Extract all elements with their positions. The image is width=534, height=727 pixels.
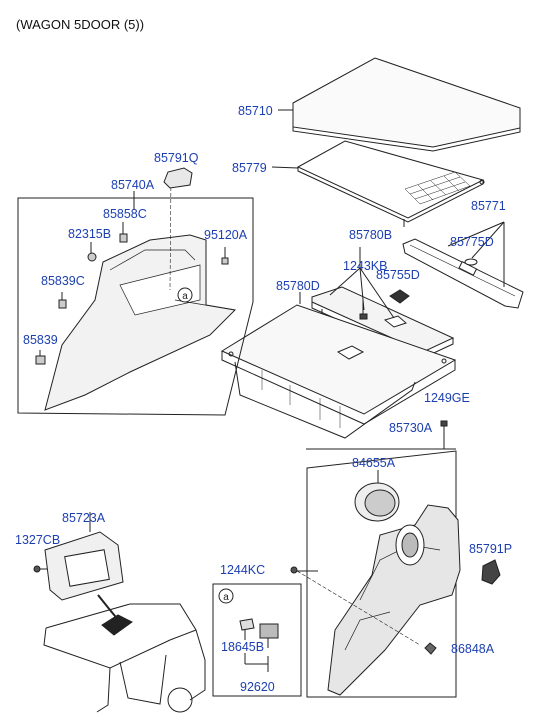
left-trim-85740A	[44, 174, 237, 411]
cover-85723A	[33, 512, 124, 601]
label-1249GE[interactable]: 1249GE	[424, 391, 470, 405]
label-85779[interactable]: 85779	[232, 161, 267, 175]
left-trim-group-box	[17, 197, 254, 416]
bolt-1243KB	[359, 300, 368, 320]
speaker-84655A	[354, 470, 400, 522]
label-95120A[interactable]: 95120A	[204, 228, 248, 242]
label-85730A[interactable]: 85730A	[389, 421, 433, 435]
cargo-cover-board-85710	[278, 57, 521, 152]
callout-a-box-text: a	[223, 592, 229, 603]
label-85775D[interactable]: 85775D	[450, 235, 494, 249]
luggage-screen-85779	[271, 140, 485, 227]
label-1327CB[interactable]: 1327CB	[15, 533, 61, 547]
clips-left	[35, 222, 229, 365]
callout-a-box: a	[223, 592, 229, 603]
clip-86848A	[424, 642, 437, 655]
vehicle-outline	[43, 594, 206, 713]
leaders-right	[290, 566, 421, 646]
cap-85791Q	[163, 167, 193, 189]
label-84655A[interactable]: 84655A	[352, 456, 396, 470]
label-85723A[interactable]: 85723A	[62, 511, 106, 525]
label-85780D[interactable]: 85780D	[276, 279, 320, 293]
label-85858C[interactable]: 85858C	[103, 207, 147, 221]
cap-85791P	[481, 559, 501, 585]
label-86848A[interactable]: 86848A	[451, 642, 495, 656]
label-85791P[interactable]: 85791P	[469, 542, 513, 556]
label-85710[interactable]: 85710	[238, 104, 273, 118]
right-trim-85730A	[327, 504, 461, 696]
label-85780B[interactable]: 85780B	[349, 228, 393, 242]
hook-85755D	[389, 289, 410, 304]
label-82315B[interactable]: 82315B	[68, 227, 112, 241]
variant-header: (WAGON 5DOOR (5))	[16, 17, 145, 32]
inset-box-a	[212, 583, 302, 697]
callout-a-main-text: a	[182, 291, 188, 302]
callout-a-main: a	[182, 291, 188, 302]
label-18645B[interactable]: 18645B	[221, 640, 265, 654]
label-85839[interactable]: 85839	[23, 333, 58, 347]
label-1244KC[interactable]: 1244KC	[220, 563, 266, 577]
label-92620[interactable]: 92620	[240, 680, 275, 694]
label-85755D[interactable]: 85755D	[376, 268, 420, 282]
label-1243KB[interactable]: 1243KB	[343, 259, 388, 273]
label-85791Q[interactable]: 85791Q	[154, 151, 199, 165]
scuff-plate-85771	[402, 221, 524, 309]
right-trim-group-box	[306, 420, 457, 698]
label-85740A[interactable]: 85740A	[111, 178, 155, 192]
luggage-tray-85780D	[220, 292, 457, 439]
label-85771[interactable]: 85771	[471, 199, 506, 213]
label-85839C[interactable]: 85839C	[41, 274, 85, 288]
